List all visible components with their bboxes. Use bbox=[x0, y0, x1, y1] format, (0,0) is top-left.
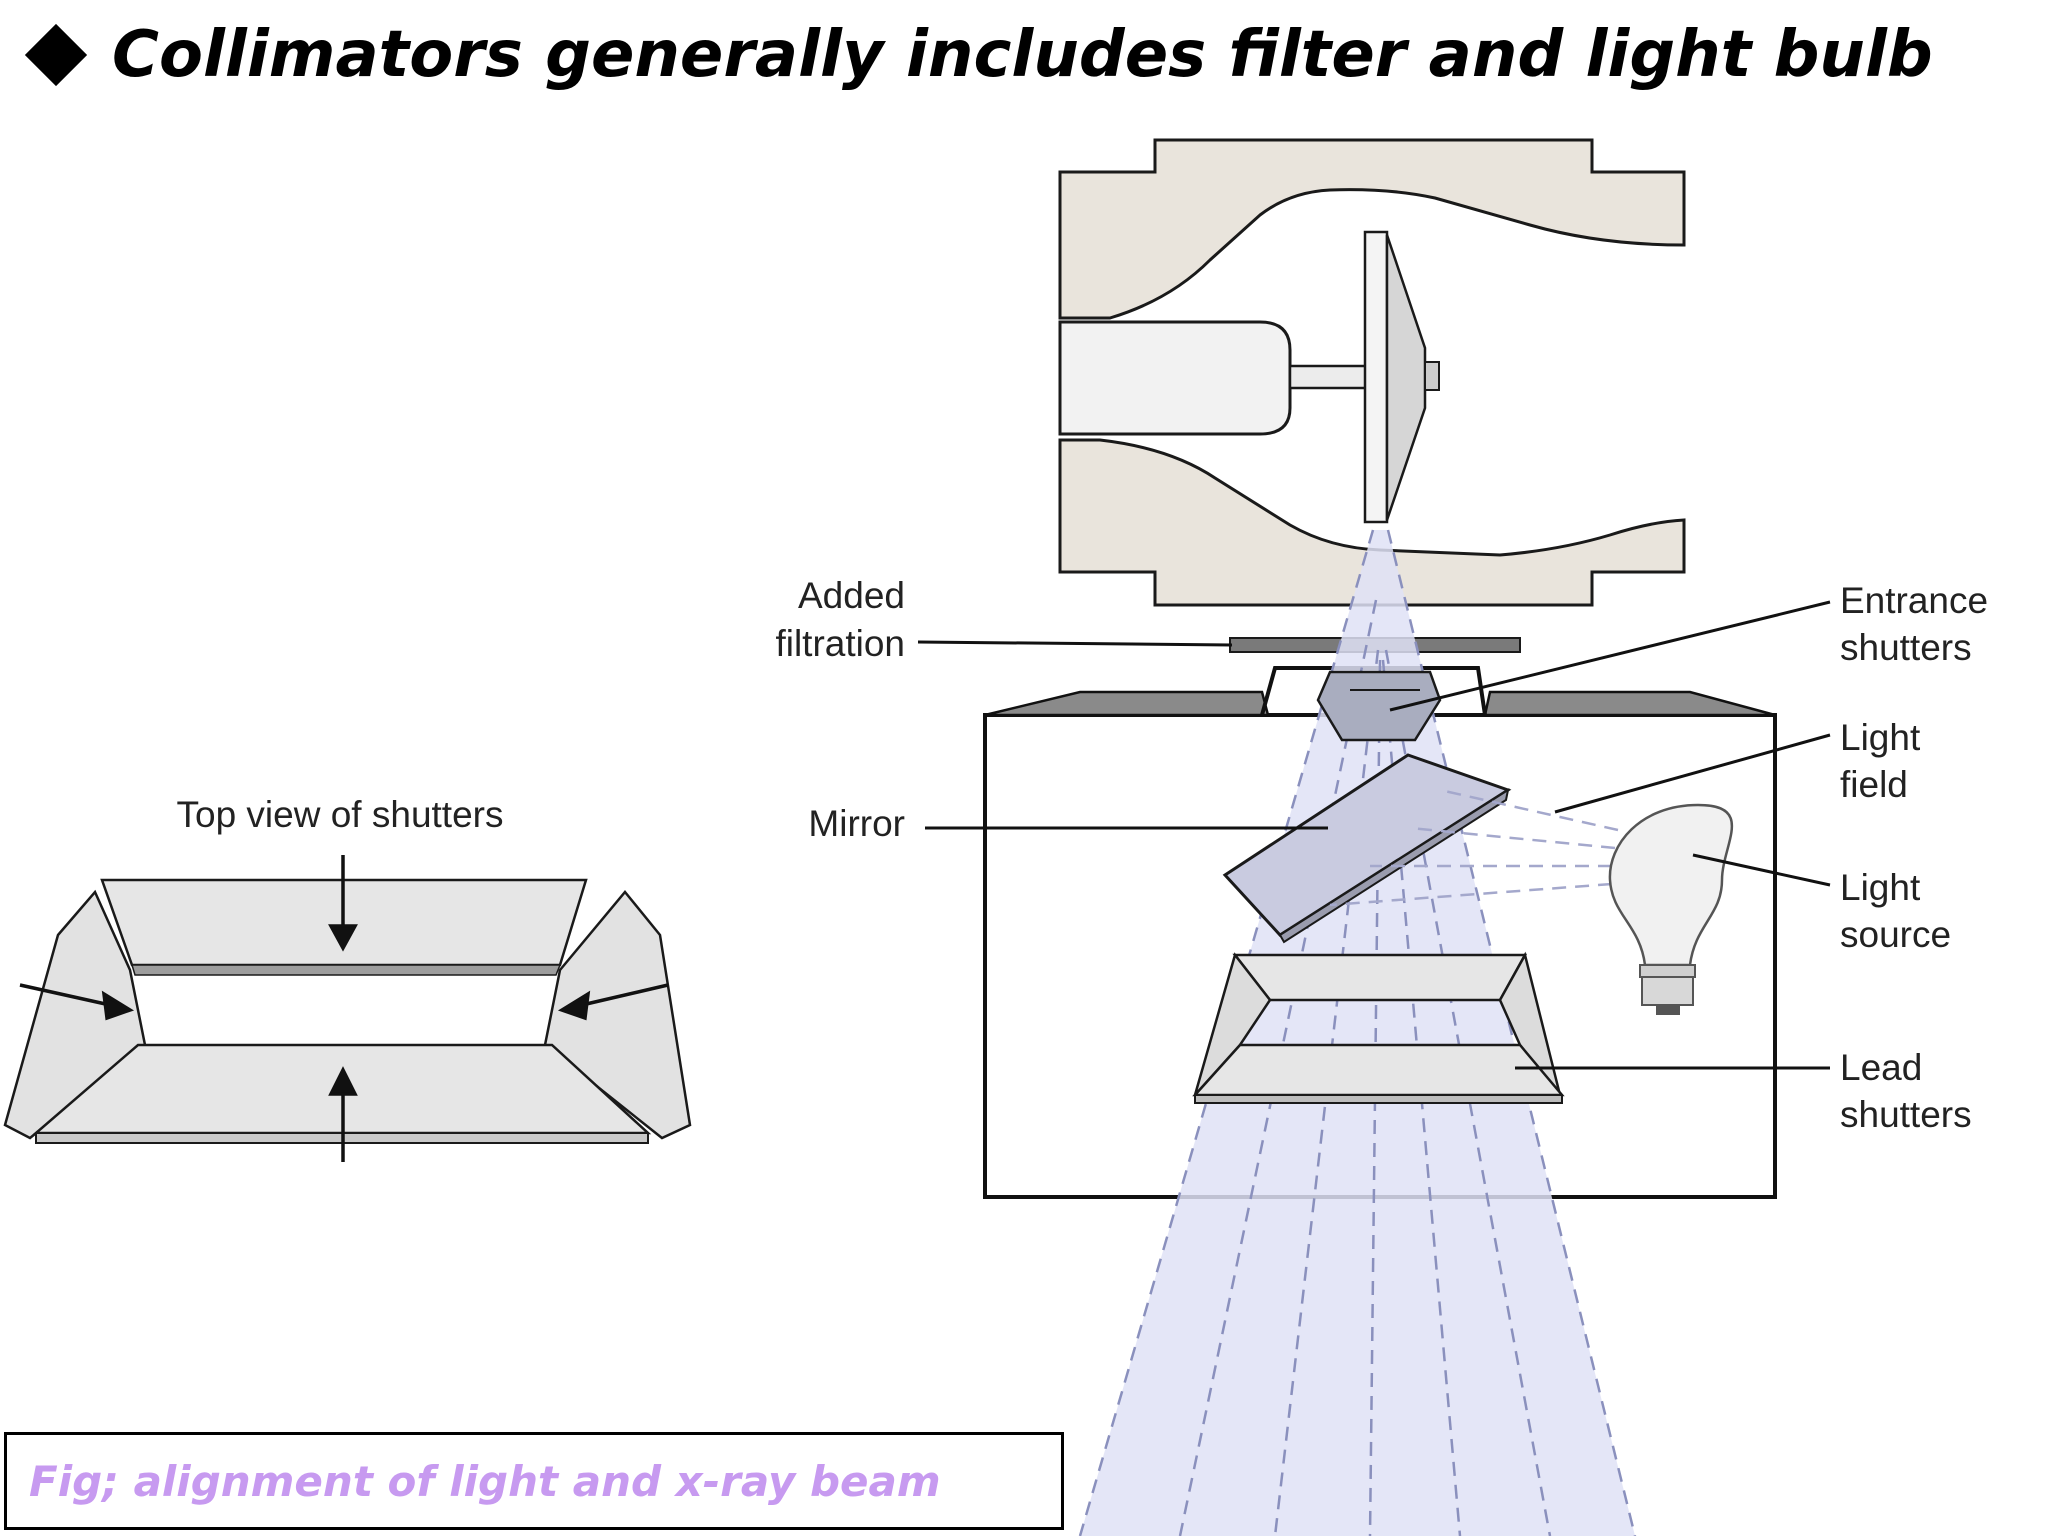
arrow-right-icon bbox=[101, 990, 135, 1021]
label-light-source-1: Light bbox=[1840, 867, 1921, 908]
title-text: Collimators generally includes filter an… bbox=[112, 18, 1933, 92]
lead-shutters bbox=[1192, 951, 1565, 1104]
label-entrance-shutters-2: shutters bbox=[1840, 627, 1972, 668]
light-bulb-icon bbox=[1608, 803, 1734, 1015]
collimator-top-right-flange bbox=[1483, 690, 1776, 717]
label-top-view-of-shutters: Top view of shutters bbox=[177, 794, 504, 835]
label-entrance-shutters-1: Entrance bbox=[1840, 580, 1988, 621]
light-ray-2 bbox=[1409, 826, 1616, 850]
leader-entrance-shutters bbox=[1389, 600, 1831, 712]
beam-cone bbox=[1080, 530, 1635, 1536]
leader-added-filtration bbox=[917, 640, 1233, 647]
arrow-left-icon bbox=[557, 990, 591, 1021]
light-ray-1 bbox=[1439, 788, 1619, 832]
top-view-arrows bbox=[19, 855, 669, 1162]
arrow-up-icon bbox=[328, 1066, 358, 1096]
bulb-thread bbox=[1641, 976, 1694, 1006]
lead-shutter-lower bbox=[1192, 1043, 1565, 1097]
top-view-upper-edge bbox=[130, 964, 562, 976]
slide-title: Collimators generally includes filter an… bbox=[24, 18, 1933, 92]
collimator-top-left-flange bbox=[984, 690, 1270, 717]
anode-stem bbox=[1288, 364, 1372, 390]
label-added-filtration-1: Added bbox=[798, 575, 905, 616]
xray-tube-housing bbox=[1058, 138, 1686, 607]
bulb-tip bbox=[1656, 1005, 1680, 1015]
cathode bbox=[1058, 320, 1292, 436]
housing-top bbox=[1058, 138, 1686, 320]
light-ray-4 bbox=[1329, 882, 1613, 907]
top-view-right-shutter bbox=[543, 890, 692, 1140]
anode-disk bbox=[1363, 230, 1389, 524]
entrance-shutters bbox=[1316, 670, 1442, 742]
label-lead-shutters-2: shutters bbox=[1840, 1094, 1972, 1135]
bulb-base bbox=[1639, 964, 1696, 978]
figure-caption-box: Fig; alignment of light and x-ray beam bbox=[4, 1432, 1064, 1530]
arrow-down-icon bbox=[328, 924, 358, 952]
arrow-right-line bbox=[19, 983, 111, 1007]
label-light-field-1: Light bbox=[1840, 717, 1921, 758]
top-view-shutters bbox=[3, 878, 692, 1144]
leader-lines bbox=[917, 600, 1831, 1070]
housing-bottom bbox=[1058, 438, 1686, 607]
label-mirror: Mirror bbox=[808, 803, 905, 844]
leader-light-source bbox=[1692, 853, 1831, 887]
label-lead-shutters-1: Lead bbox=[1840, 1047, 1922, 1088]
arrow-left-line bbox=[581, 983, 669, 1007]
label-light-source-2: source bbox=[1840, 914, 1951, 955]
anode-nut bbox=[1424, 361, 1440, 391]
leader-light-field bbox=[1554, 733, 1831, 814]
lead-shutter-base bbox=[1194, 1094, 1563, 1104]
figure-caption: Fig; alignment of light and x-ray beam bbox=[29, 1456, 941, 1506]
label-added-filtration-2: filtration bbox=[775, 623, 905, 664]
label-light-field-2: field bbox=[1840, 764, 1908, 805]
lead-shutter-upper bbox=[1232, 953, 1528, 1002]
anode-bevel bbox=[1385, 234, 1427, 521]
